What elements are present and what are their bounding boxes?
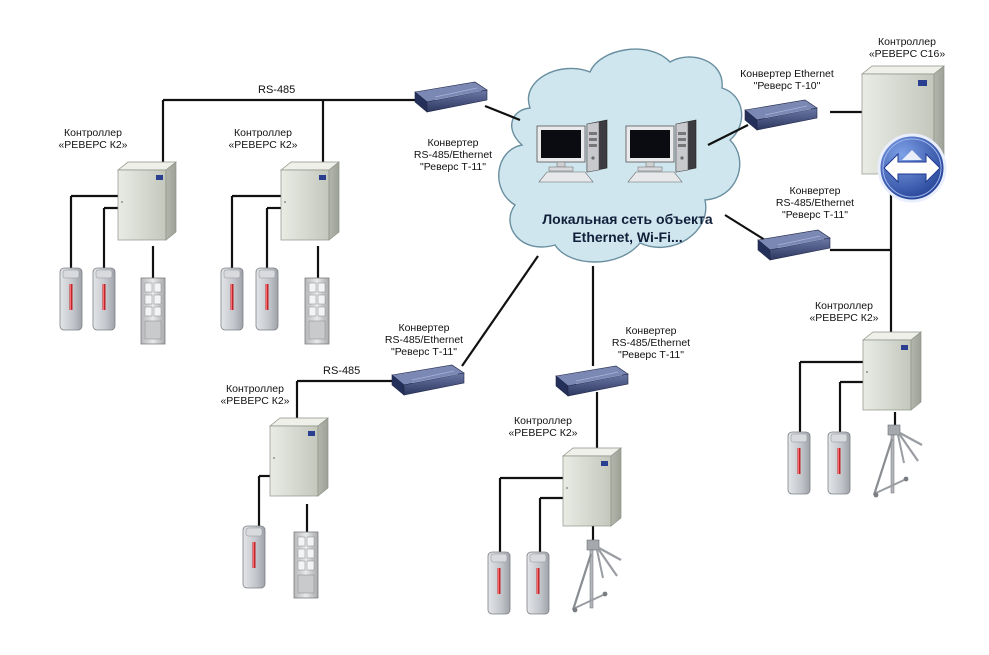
card-reader-2b (255, 267, 279, 331)
converter-mid-center-line2: RS-485/Ethernet (611, 337, 691, 349)
reverse-logo-icon (877, 133, 947, 203)
cloud-label: Локальная сеть объекта Ethernet, Wi-Fi..… (535, 210, 720, 246)
converter-t11-mid-left (391, 364, 465, 396)
card-reader-4a (242, 525, 266, 589)
converter-t11-right (757, 229, 831, 261)
door-2 (304, 277, 330, 345)
converter-mid-left-line2: RS-485/Ethernet (384, 334, 464, 346)
converter-right-label: Конвертер RS-485/Ethernet "Реверс Т-11" (760, 185, 870, 221)
converter-top-right-line2: "Реверс Т-10" (753, 80, 821, 92)
converter-mid-center-label: Конвертер RS-485/Ethernet "Реверс Т-11" (596, 325, 706, 361)
rs485-top-label: RS-485 (258, 84, 296, 96)
wires (69, 98, 897, 552)
controller-k2-5-cabinet (562, 447, 622, 527)
controller-2-line1: Контроллер (234, 127, 292, 139)
controller-4-line2: «РЕВЕРС К2» (220, 395, 290, 407)
converter-top-right-line1: Конвертер Ethernet (740, 68, 834, 80)
controller-2-line2: «РЕВЕРС К2» (228, 139, 298, 151)
card-reader-3a (787, 431, 811, 495)
controller-3-line2: «РЕВЕРС К2» (809, 312, 879, 324)
converter-top-left-line2: RS-485/Ethernet (413, 149, 493, 161)
converter-top-right-label: Конвертер Ethernet "Реверс Т-10" (732, 68, 842, 92)
controller-3-line1: Контроллер (815, 300, 873, 312)
converter-mid-left-line3: "Реверс Т-11" (391, 346, 457, 358)
controller-c16-line2: «РЕВЕРС С16» (868, 48, 946, 60)
cloud-label-line1: Локальная сеть объекта (542, 211, 713, 227)
controller-1-line2: «РЕВЕРС К2» (58, 139, 128, 151)
converter-top-left-line1: Конвертер (427, 137, 479, 149)
card-reader-5a (487, 551, 511, 615)
controller-k2-2-cabinet (280, 161, 340, 241)
controller-5-label: Контроллер «РЕВЕРС К2» (498, 415, 588, 439)
card-reader-1b (92, 267, 116, 331)
converter-t11-top-left (414, 81, 488, 113)
controller-3-label: Контроллер «РЕВЕРС К2» (799, 300, 889, 324)
controller-c16-label: Контроллер «РЕВЕРС С16» (857, 36, 957, 60)
card-reader-3b (827, 431, 851, 495)
door-4 (293, 531, 319, 599)
rs485-lower-label: RS-485 (323, 365, 361, 377)
controller-k2-3-cabinet (862, 331, 922, 411)
card-reader-5b (526, 551, 550, 615)
converter-t11-mid-center (555, 365, 629, 397)
controller-c16-line1: Контроллер (878, 36, 936, 48)
converter-right-line3: "Реверс Т-11" (782, 209, 848, 221)
turnstile-3 (872, 423, 924, 499)
controller-4-line1: Контроллер (226, 383, 284, 395)
controller-1-label: Контроллер «РЕВЕРС К2» (48, 127, 138, 151)
converter-top-left-line3: "Реверс Т-11" (420, 161, 486, 173)
cloud-label-line2: Ethernet, Wi-Fi... (572, 229, 683, 245)
converter-t10-top-right (744, 99, 818, 131)
converter-mid-center-line1: Конвертер (625, 325, 677, 337)
converter-right-line2: RS-485/Ethernet (775, 197, 855, 209)
converter-mid-left-label: Конвертер RS-485/Ethernet "Реверс Т-11" (369, 322, 479, 358)
card-reader-2a (220, 267, 244, 331)
card-reader-1a (59, 267, 83, 331)
converter-top-left-label: Конвертер RS-485/Ethernet "Реверс Т-11" (398, 137, 508, 173)
turnstile-5 (571, 538, 623, 614)
converter-mid-center-line3: "Реверс Т-11" (618, 349, 684, 361)
controller-2-label: Контроллер «РЕВЕРС К2» (218, 127, 308, 151)
controller-5-line1: Контроллер (514, 415, 572, 427)
door-1 (140, 277, 166, 345)
converter-right-line1: Конвертер (789, 185, 841, 197)
controller-k2-1-cabinet (117, 161, 177, 241)
controller-1-line1: Контроллер (64, 127, 122, 139)
controller-4-label: Контроллер «РЕВЕРС К2» (210, 383, 300, 407)
local-network-cloud (498, 48, 743, 263)
controller-5-line2: «РЕВЕРС К2» (508, 427, 578, 439)
converter-mid-left-line1: Конвертер (398, 322, 450, 334)
controller-k2-4-cabinet (269, 417, 329, 497)
